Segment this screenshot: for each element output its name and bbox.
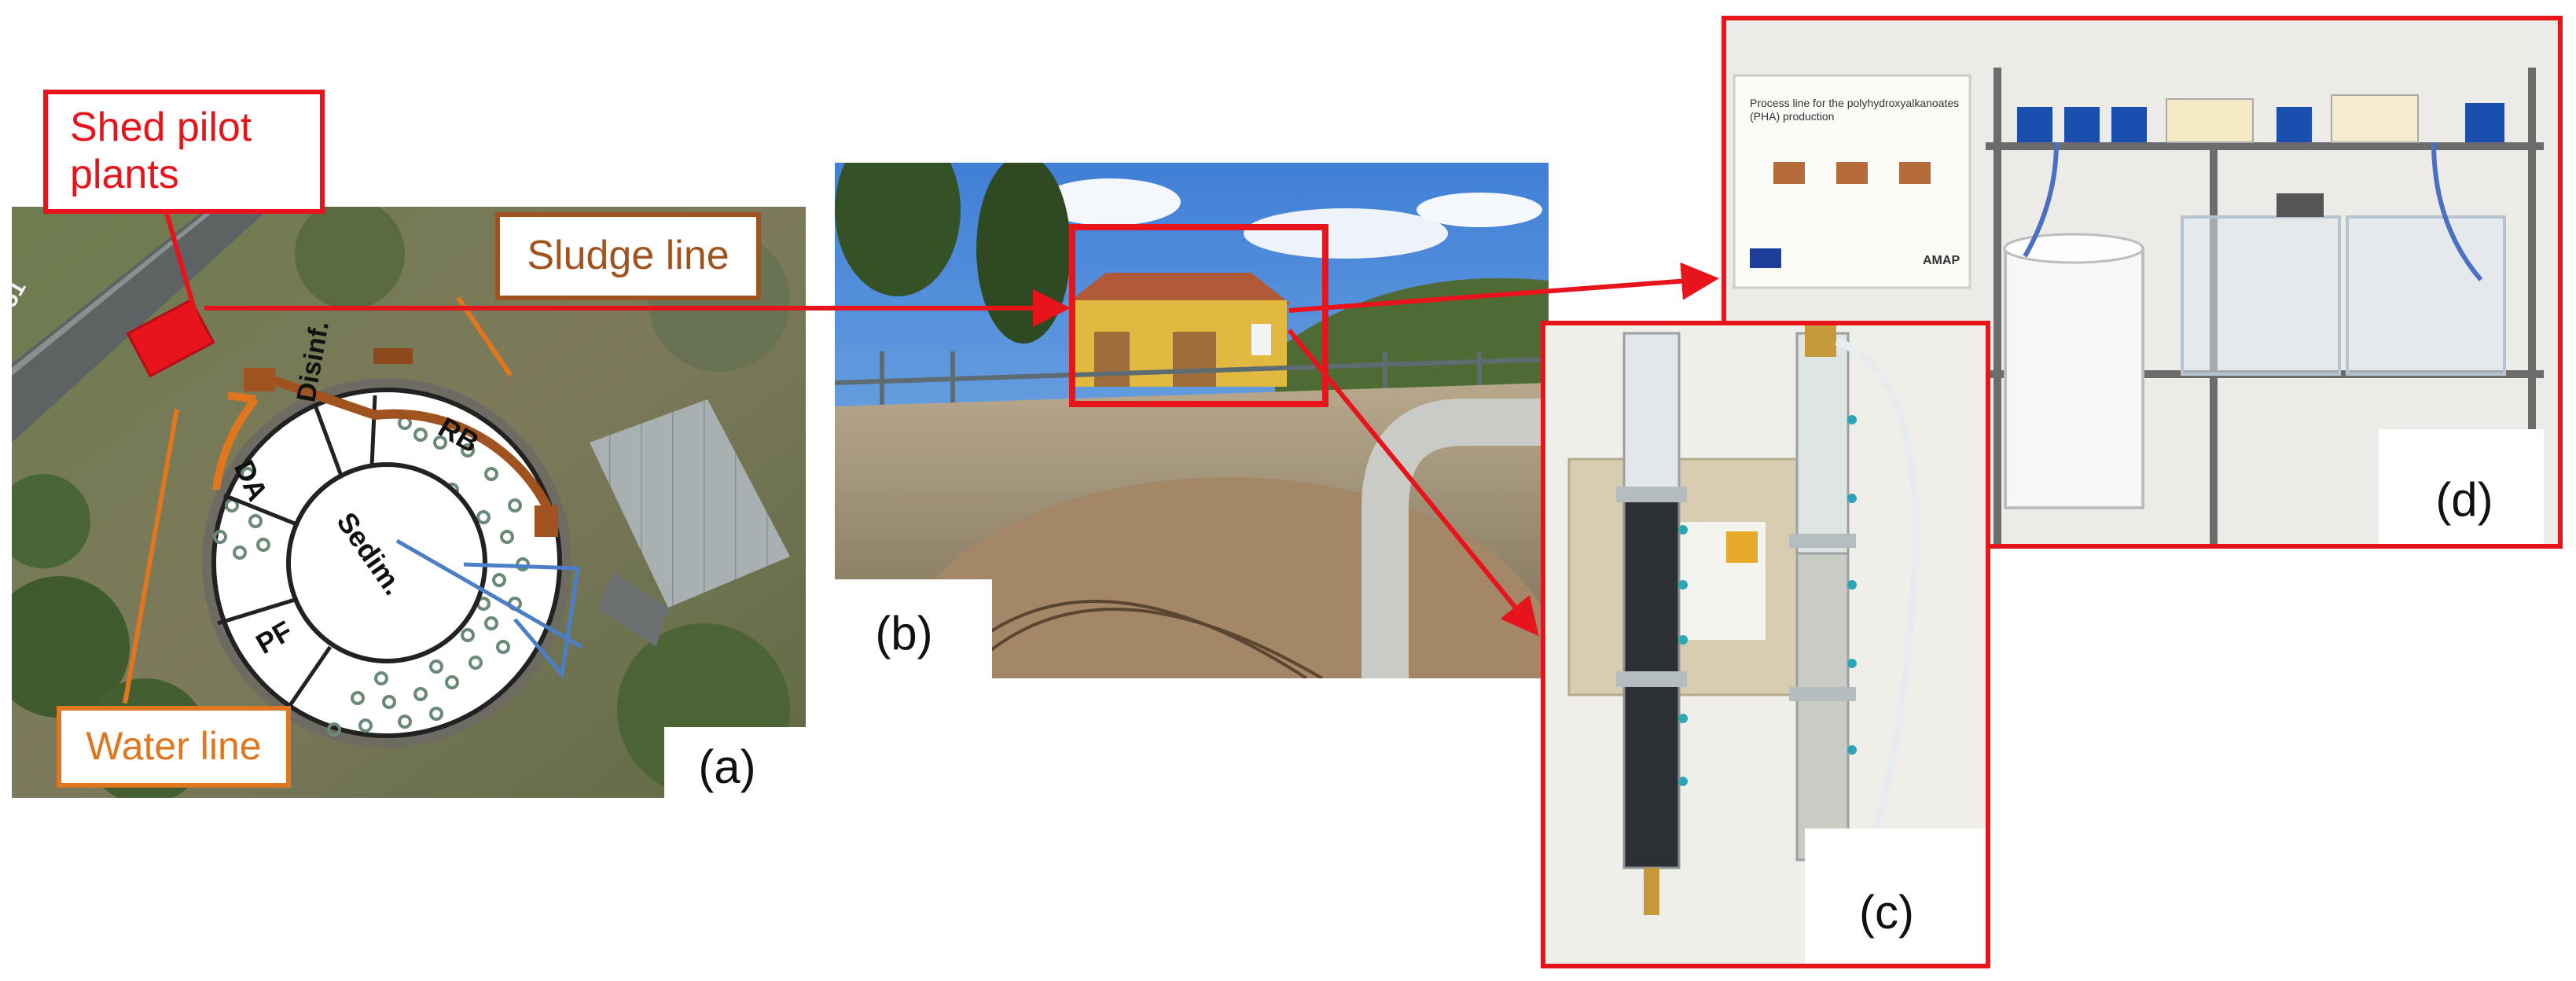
panel-d-letter: (d) <box>2390 460 2539 538</box>
panel-a-letter: (a) <box>668 735 786 798</box>
sludge-line-label: Sludge line <box>495 212 761 300</box>
sludge-label-text: Sludge line <box>527 233 729 279</box>
panel-b-letter: (b) <box>849 601 959 664</box>
sludge-line-path <box>270 375 555 516</box>
panel-c-photo <box>1541 321 1990 968</box>
light-column <box>1795 552 1850 862</box>
water-label-text: Water line <box>86 724 262 769</box>
poster-logo: AMAP <box>1923 254 1960 267</box>
poster-title: Process line for the polyhydroxyalkanoat… <box>1750 97 1959 123</box>
shed-label-text: Shed pilot plants <box>70 105 252 197</box>
columns-photo <box>1545 325 1986 964</box>
water-line-path <box>212 396 259 490</box>
building-roof <box>590 399 790 608</box>
lab-photo: Process line for the polyhydroxyalkanoat… <box>1726 20 2558 544</box>
shed-highlight-box <box>1069 224 1328 407</box>
panel-c-letter: (c) <box>1816 873 1957 951</box>
shed-pilot-plants-label: Shed pilot plants <box>43 90 325 214</box>
water-line-label: Water line <box>57 706 291 788</box>
tank-inner-circle <box>286 462 487 663</box>
storage-tank <box>2004 247 2144 509</box>
